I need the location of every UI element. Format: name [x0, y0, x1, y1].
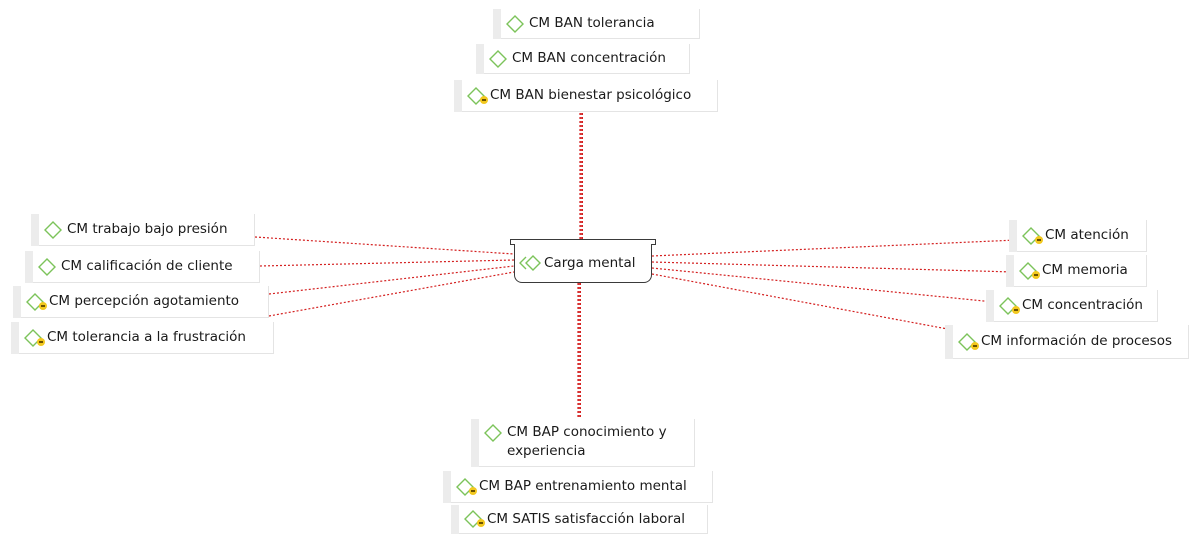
- node-label: CM calificación de cliente: [61, 258, 233, 274]
- node-ban-bienestar-psicologico[interactable]: CM BAN bienestar psicológico: [462, 80, 718, 112]
- link-right-3: [651, 273, 954, 331]
- link-right-0: [651, 239, 1018, 257]
- node-atencion[interactable]: CM atención: [1017, 220, 1147, 252]
- note-icon: [469, 486, 477, 495]
- node-satis-satisfaccion-laboral[interactable]: CM SATIS satisfacción laboral: [459, 505, 708, 534]
- center-node-label: Carga mental: [544, 255, 636, 271]
- diamond-note-icon: [958, 332, 980, 352]
- note-icon: [37, 337, 45, 346]
- node-bap-entrenamiento-mental[interactable]: CM BAP entrenamiento mental: [451, 471, 713, 503]
- node-memoria[interactable]: CM memoria: [1014, 255, 1147, 287]
- node-label: CM BAP conocimiento y experiencia: [507, 424, 667, 459]
- node-label: CM memoria: [1042, 262, 1128, 278]
- node-calificacion-cliente[interactable]: CM calificación de cliente: [33, 251, 260, 283]
- diamond-note-icon: [24, 328, 46, 348]
- diamond-icon: [38, 257, 60, 277]
- note-icon: [39, 301, 47, 310]
- node-label: CM BAN concentración: [512, 50, 666, 66]
- diamond-note-icon: [456, 477, 478, 497]
- node-label: CM BAP entrenamiento mental: [479, 478, 687, 494]
- node-label: CM concentración: [1022, 297, 1143, 313]
- link-left-3: [268, 271, 515, 317]
- note-icon: [480, 95, 488, 104]
- diamond-icon: [489, 49, 511, 69]
- node-label: CM trabajo bajo presión: [67, 221, 228, 237]
- note-icon: [1035, 235, 1043, 244]
- note-icon: [477, 519, 485, 527]
- diamond-note-icon: [464, 509, 486, 529]
- note-icon: [1012, 305, 1020, 314]
- link-left-1: [259, 259, 515, 267]
- center-node-carga-mental[interactable]: Carga mental: [514, 244, 652, 283]
- node-label: CM información de procesos: [981, 333, 1173, 349]
- node-label: CM percepción agotamiento: [49, 293, 240, 309]
- node-ban-concentracion[interactable]: CM BAN concentración: [484, 44, 690, 74]
- link-right-1: [651, 261, 1015, 273]
- diamond-note-icon: [26, 292, 48, 312]
- node-ban-tolerancia[interactable]: CM BAN tolerancia: [501, 9, 700, 39]
- node-label: CM atención: [1045, 227, 1129, 243]
- diamond-note-icon: [467, 86, 489, 106]
- diamond-note-icon: [1019, 261, 1041, 281]
- node-label: CM SATIS satisfacción laboral: [487, 510, 685, 527]
- diamond-icon: [484, 423, 506, 443]
- node-label: CM BAN bienestar psicológico: [490, 87, 692, 103]
- node-concentracion[interactable]: CM concentración: [994, 290, 1158, 322]
- diamond-note-icon: [1022, 226, 1044, 246]
- diamond-note-icon: [999, 296, 1021, 316]
- note-icon: [971, 341, 979, 350]
- note-icon: [1032, 270, 1040, 279]
- node-trabajo-bajo-presion[interactable]: CM trabajo bajo presión: [39, 214, 255, 246]
- node-tolerancia-frustracion[interactable]: CM tolerancia a la frustración: [19, 322, 274, 354]
- node-percepcion-agotamiento[interactable]: CM percepción agotamiento: [21, 286, 269, 318]
- node-label: CM BAN tolerancia: [529, 15, 655, 31]
- diamond-icon: [506, 14, 528, 34]
- double-diamond-icon: [519, 253, 543, 273]
- link-right-2: [651, 267, 995, 303]
- node-informacion-procesos[interactable]: CM información de procesos: [953, 325, 1189, 359]
- node-bap-conocimiento-experiencia[interactable]: CM BAP conocimiento y experiencia: [479, 419, 695, 467]
- diamond-icon: [44, 220, 66, 240]
- link-left-0: [254, 236, 515, 255]
- link-left-2: [268, 265, 515, 295]
- node-label: CM tolerancia a la frustración: [47, 329, 246, 345]
